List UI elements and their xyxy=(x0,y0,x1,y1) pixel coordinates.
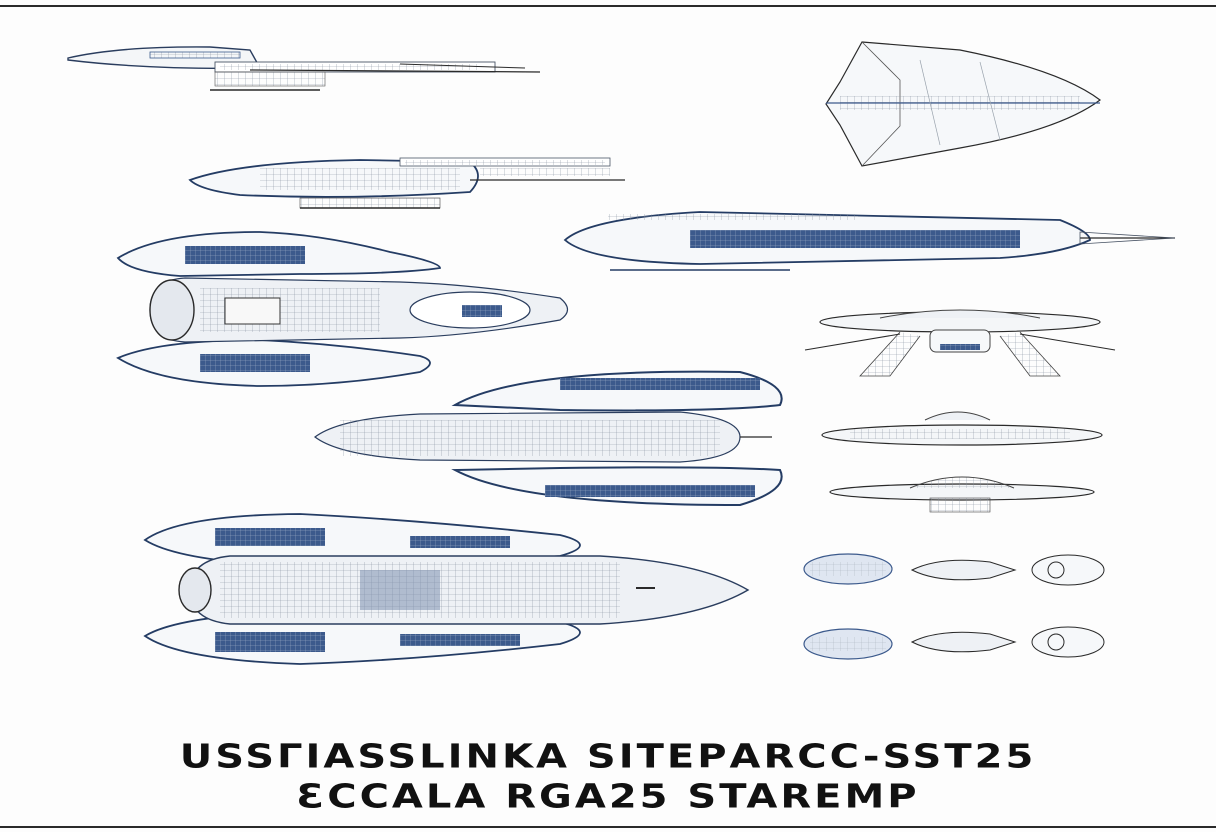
small-detail-row-1 xyxy=(803,553,1105,586)
frame-bottom-line xyxy=(0,826,1216,828)
side-view-second xyxy=(188,157,625,209)
top-view-2 xyxy=(314,370,783,507)
saucer-landing xyxy=(804,309,1116,377)
frame-top-line xyxy=(0,5,1216,7)
title-line-1: USSΓIASSLINKA SITEΡARCC-SST25 xyxy=(179,738,1037,776)
saucer-side-2 xyxy=(829,476,1095,513)
side-view-top xyxy=(67,46,541,91)
delta-ship xyxy=(825,41,1102,167)
title-line-2: ƐCCALA RGA25 STAREMΡ xyxy=(296,778,920,816)
side-view-long xyxy=(563,211,1176,271)
top-view-3 xyxy=(143,513,750,665)
top-view-1 xyxy=(116,231,569,387)
small-detail-row-2 xyxy=(803,626,1105,660)
saucer-side-1 xyxy=(821,411,1103,446)
